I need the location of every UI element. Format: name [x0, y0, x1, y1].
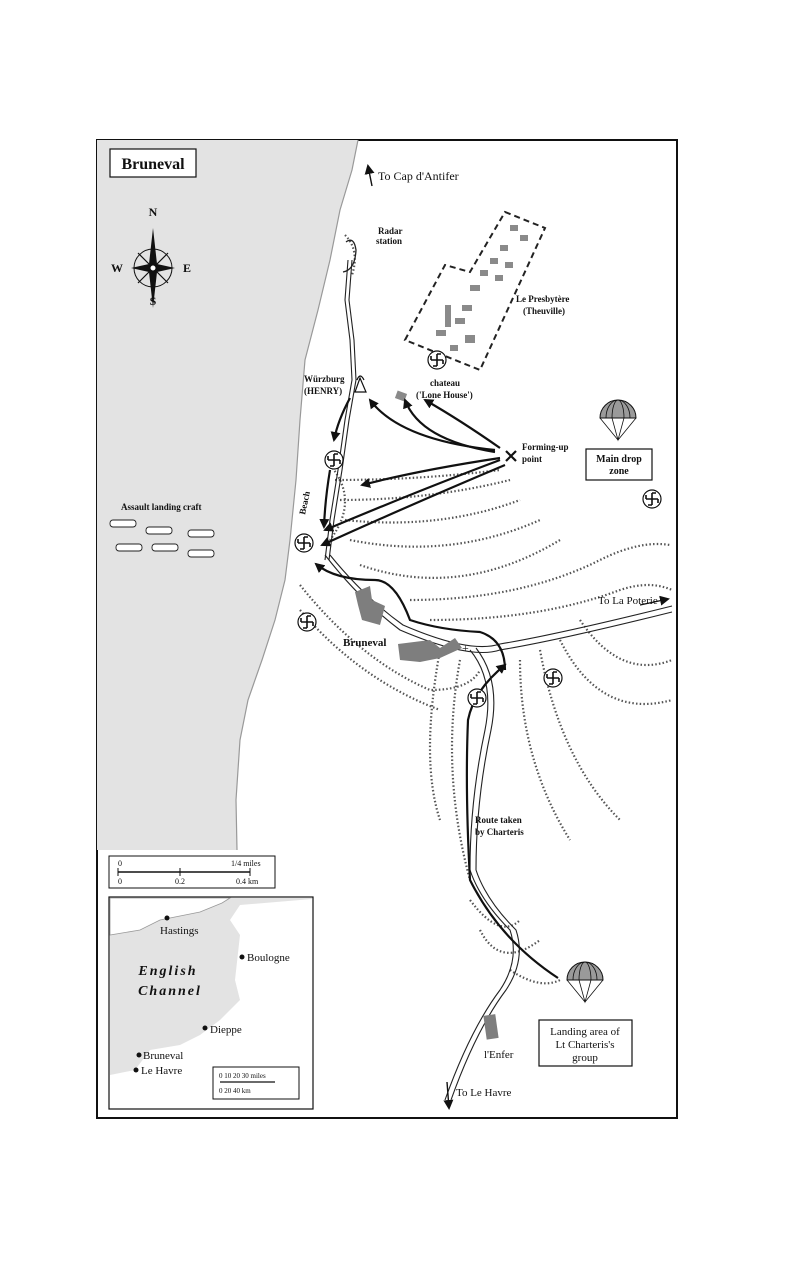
label-presbytere-1: Le Presbytère: [516, 294, 569, 304]
label-chateau-2: ('Lone House'): [416, 390, 473, 400]
scale-miles-end: 1/4 miles: [231, 859, 261, 868]
inset-english: English: [137, 964, 197, 979]
parachute-icon: [566, 961, 604, 1003]
scale-bar: 0 1/4 miles 0 0.2 0.4 km: [108, 855, 276, 889]
label-main-drop-1: Main drop: [596, 454, 642, 465]
label-route-2: by Charteris: [475, 827, 524, 837]
compass-s: S: [150, 294, 157, 308]
label-radar-1: Radar: [378, 226, 403, 236]
inset-scale-miles: 0 10 20 30 miles: [219, 1072, 266, 1080]
bruneval-buildings: [355, 586, 499, 1040]
inset-dieppe: Dieppe: [210, 1024, 242, 1036]
scale-km-0: 0: [118, 877, 122, 886]
compass-e: E: [183, 261, 191, 275]
label-wurzburg-2: (HENRY): [304, 386, 342, 396]
label-route-1: Route taken: [475, 815, 522, 825]
defence-position-icon: [642, 489, 662, 509]
label-la-poterie: To La Poterie: [598, 595, 658, 607]
presbytere-boundary: [403, 210, 547, 372]
defence-position-icon: [294, 533, 314, 553]
landing-craft: [109, 519, 215, 558]
label-cap-antifer: To Cap d'Antifer: [378, 169, 459, 183]
sea: [97, 140, 358, 850]
inset-boulogne: Boulogne: [247, 952, 290, 964]
presbytere-buildings: [436, 225, 528, 351]
defence-position-icon: [467, 688, 487, 708]
label-wurzburg-1: Würzburg: [304, 374, 345, 384]
inset-channel: Channel: [138, 984, 202, 999]
scale-miles-0: 0: [118, 859, 122, 868]
direction-arrows: [364, 164, 670, 1110]
wurzburg-icon: [354, 375, 367, 393]
defence-position-icon: [427, 350, 447, 370]
label-landing-area-1: Landing area of: [550, 1026, 620, 1038]
label-bruneval: Bruneval: [343, 637, 386, 649]
inset-le-havre: Le Havre: [141, 1065, 182, 1077]
scale-km-end: 0.4 km: [236, 877, 259, 886]
label-le-havre: To Le Havre: [456, 1087, 512, 1099]
inset-scale-km: 0 20 40 km: [219, 1087, 251, 1095]
compass-n: N: [149, 205, 158, 219]
label-landing-area-2: Lt Charteris's: [555, 1039, 614, 1051]
attack-arrows: [314, 397, 559, 979]
map-title: Bruneval: [121, 156, 185, 173]
defence-position-icon: [543, 668, 563, 688]
forming-up-marker: [505, 450, 517, 462]
label-radar-2: station: [376, 236, 402, 246]
label-chateau-1: chateau: [430, 378, 460, 388]
compass-w: W: [111, 261, 123, 275]
chateau-building: [394, 390, 408, 402]
label-presbytere-2: (Theuville): [523, 306, 565, 316]
label-forming-up-1: Forming-up: [522, 442, 569, 452]
roads: [324, 259, 673, 1101]
compass-rose: N S W E: [111, 205, 191, 308]
inset-hastings: Hastings: [160, 925, 199, 937]
inset-bruneval: Bruneval: [143, 1050, 183, 1062]
label-landing-area-3: group: [572, 1052, 598, 1064]
svg-text:+: +: [462, 641, 469, 655]
scale-km-mid: 0.2: [175, 877, 185, 886]
inset-map: Hastings Boulogne English Channel Dieppe…: [108, 896, 314, 1110]
parachute-icon: [599, 399, 637, 441]
label-forming-up-2: point: [522, 454, 542, 464]
label-beach: Beach: [297, 490, 312, 515]
defence-position-icon: [324, 450, 344, 470]
defence-position-icon: [297, 612, 317, 632]
label-assault-craft: Assault landing craft: [121, 502, 202, 512]
terrain-contours: [299, 234, 673, 985]
label-lenfer: l'Enfer: [484, 1049, 514, 1061]
radar-station: [342, 239, 357, 273]
label-main-drop-2: zone: [609, 466, 629, 477]
